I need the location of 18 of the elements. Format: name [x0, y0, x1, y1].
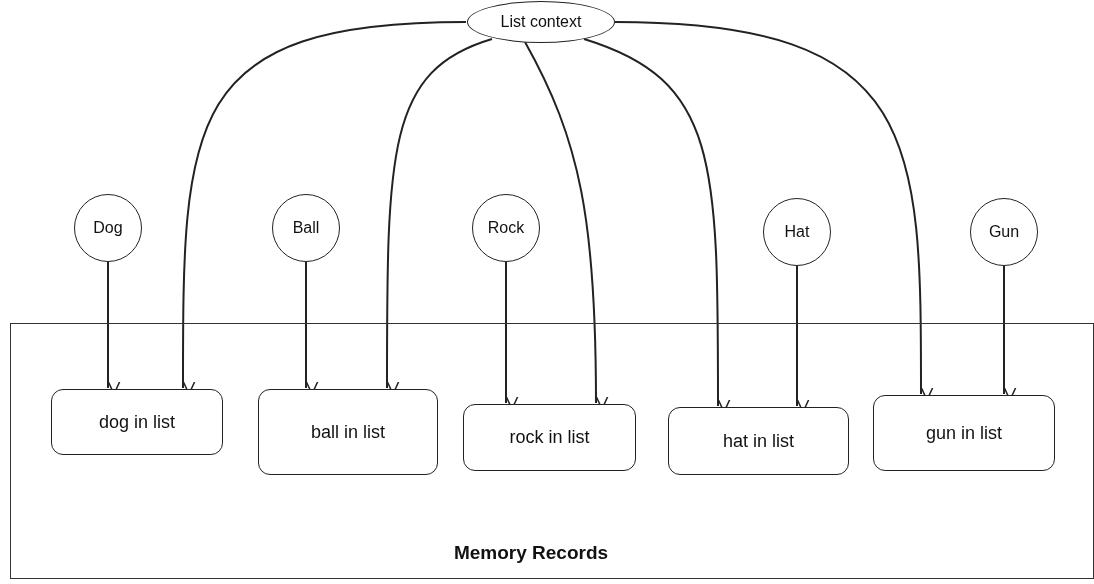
node-label: hat in list — [722, 430, 794, 452]
record-box — [463, 404, 636, 471]
memory-panel — [10, 323, 1094, 579]
panel-heading: Memory Records — [452, 542, 610, 564]
node-label: ball in list — [311, 421, 385, 443]
node-label: Rock — [487, 219, 525, 237]
node-label: Dog — [93, 219, 123, 237]
node-label: Gun — [988, 223, 1020, 241]
node-label: List context — [500, 13, 582, 31]
record-box — [258, 389, 438, 475]
record-box — [51, 389, 223, 455]
node-label: gun in list — [925, 422, 1002, 444]
node-label: dog in list — [98, 411, 175, 433]
node-label: rock in list — [509, 427, 590, 448]
node-label: Ball — [292, 219, 320, 237]
record-box — [668, 407, 849, 475]
record-box — [873, 395, 1055, 471]
node-label: Hat — [784, 223, 810, 241]
